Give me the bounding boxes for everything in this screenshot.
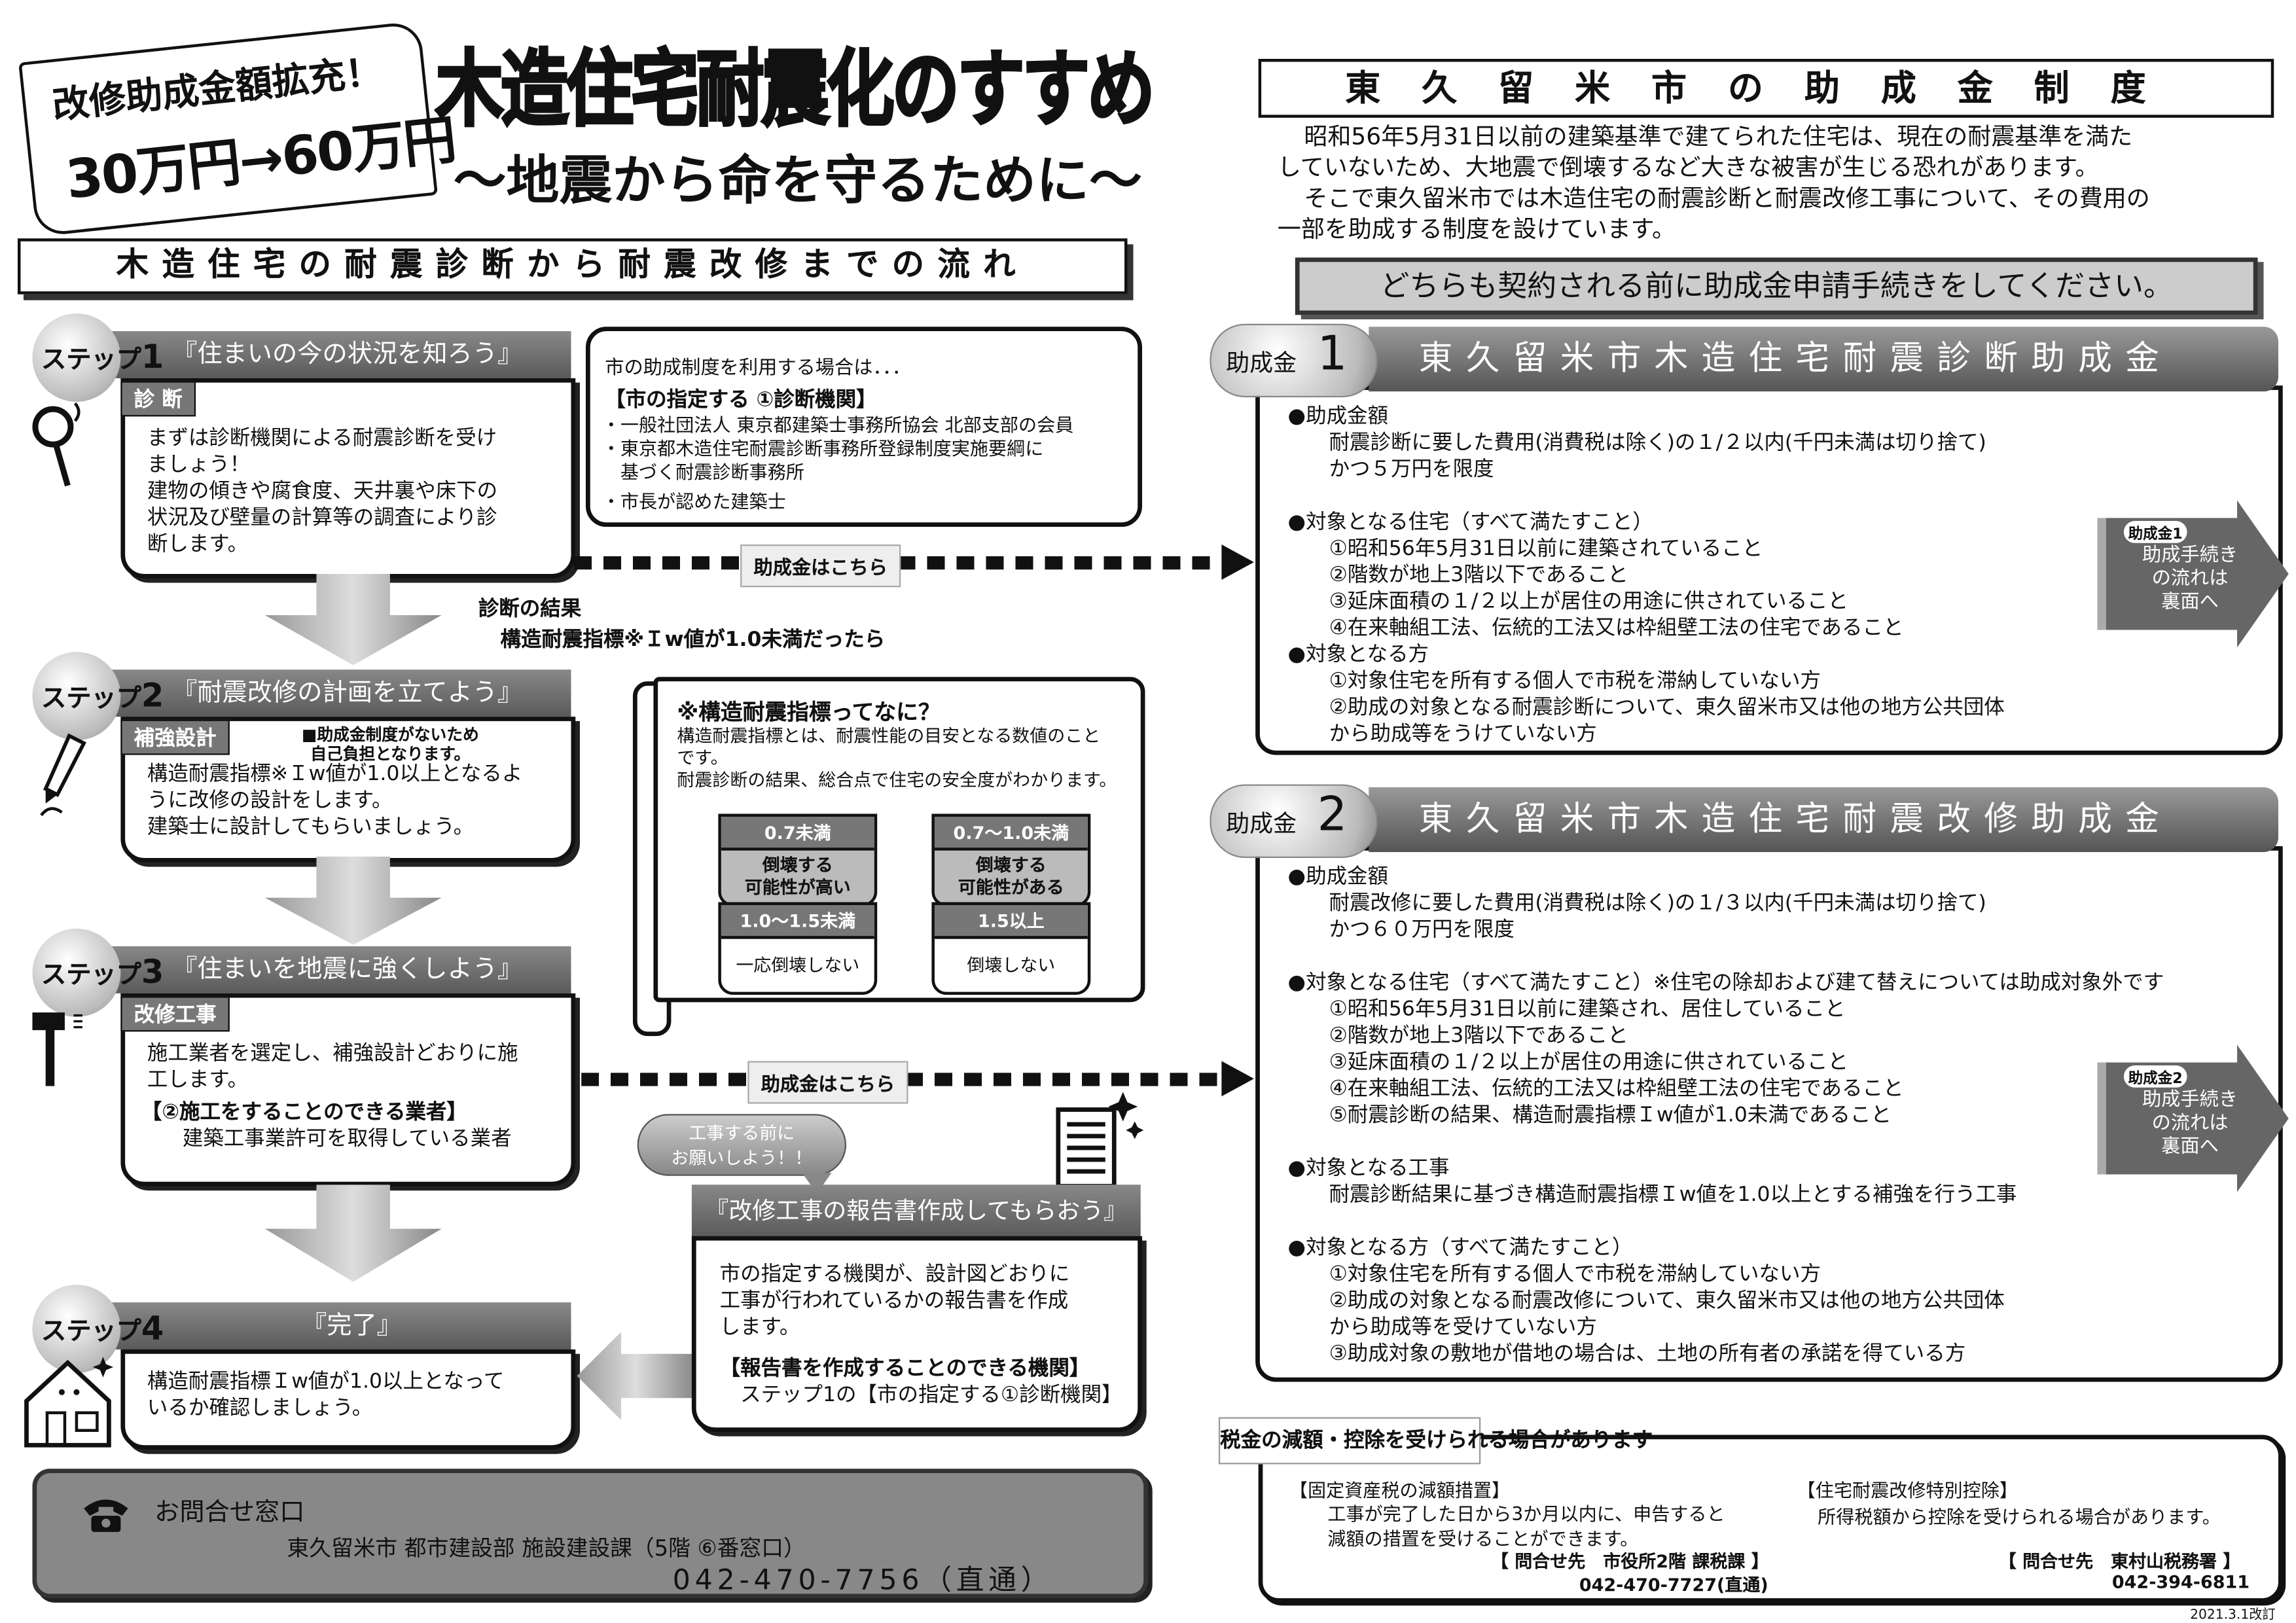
down-arrow-icon [264,1185,442,1282]
telephone-icon [84,1499,128,1532]
grade-card: 0.7未満倒壊する可能性が高い [718,813,878,907]
result-text: 診断の結果 [478,597,582,621]
arrow-head-icon [1221,544,1254,580]
step-3-header: 『住まいを地震に強くしよう』 [81,946,571,993]
step-ball [32,652,121,741]
step-tag: 改修工事 [120,996,230,1032]
step-label: ステップ3 [41,955,164,992]
side-text: 助成手続きの流れは裏面へ [2142,1089,2238,1158]
info-item: ・東京都木造住宅耐震診断事務所登録制度実施要綱に [601,437,1044,459]
report-subtext: ステップ1の【市の指定する①診断機関】 [740,1383,1122,1407]
seismic-index-scroll: ※構造耐震指標ってなに？ 構造耐震指標とは、耐震性能の目安となる数値のこと です… [632,669,1148,1037]
step-title: 『耐震改修の計画を立てよう』 [172,678,523,708]
magnifier-icon [32,402,81,487]
revision-date: 2021.3.1改訂 [2190,1608,2276,1623]
step-text: 施工業者を選定し、補強設計どおりに施工します。【②施工をすることのできる業者】建… [141,1042,518,1151]
contact-box: お問合せ窓口 東久留米市 都市建設部 施設建設課（5階 ⑥番窓口） 042-47… [32,1469,1148,1599]
info-heading: 【市の指定する ①診断機関】 [605,388,877,412]
tax-left-phone[interactable]: 042-470-7727(直通) [1579,1575,1768,1596]
step-text: 構造耐震指標※Ｉw値が1.0以上となるように改修の設計をします。建築士に設計して… [147,762,523,839]
grant-details: ●助成金額 耐震改修に要した費用(消費税は除く)の１/３以内(千円未満は切り捨て… [1287,865,2164,1366]
grant-2-title: 東久留米市木造住宅耐震改修助成金 [1369,787,2278,852]
down-arrow-icon [264,573,442,666]
info-item: ・一般社団法人 東京都建築士事務所協会 北部支部の会員 [601,413,1074,436]
side-text: 助成手続きの流れは裏面へ [2142,544,2238,614]
side-badge: 助成金1 [2123,521,2187,543]
scroll-text: 耐震診断の結果、総合点で住宅の安全度がわかります。 [677,770,1117,791]
report-title: 『改修工事の報告書作成してもらおう』 [691,1185,1141,1238]
step-ball [32,1285,121,1374]
grade-card: 1.0～1.5未満一応倒壊しない [718,902,878,995]
step-label: ステップ2 [41,678,164,715]
scroll-text: です。 [677,747,728,768]
step-ball [32,928,121,1017]
report-subtitle: 【報告書を作成することのできる機関】 [719,1357,1090,1381]
house-icon [24,1357,114,1448]
result-condition: 構造耐震指標※Ｉw値が1.0未満だったら [500,628,886,652]
subtitle: ～地震から命を守るために～ [453,151,1143,212]
step-2-header: 『耐震改修の計画を立てよう』 [81,669,571,717]
main-title: 木造住宅耐震化のすすめ [435,41,1157,140]
grant-1-title: 東久留米市木造住宅耐震診断助成金 [1369,327,2278,392]
document-icon [1056,1092,1144,1188]
grant-link-2[interactable]: 助成金はこちら [747,1061,908,1104]
report-text: 工事が行われているかの報告書を作成 [719,1289,1069,1313]
notice-banner: どちらも契約される前に助成金申請手続きをしてください。 [1295,257,2258,315]
step-text: 構造耐震指標Ｉw値が1.0以上となっているか確認しましょう。 [147,1370,505,1420]
report-text: します。 [719,1315,800,1340]
grade-card: 0.7～1.0未満倒壊する可能性がある [931,813,1091,907]
step-title: 『住まいを地震に強くしよう』 [172,955,523,985]
pencil-icon [40,733,86,817]
step-text: まずは診断機関による耐震診断を受けましょう！建物の傾きや腐食度、天井裏や床下の状… [147,427,498,557]
info-item: ・市長が認めた建築士 [601,490,786,512]
step-4-header: 『完了』 [81,1302,571,1350]
scroll-heading: ※構造耐震指標ってなに？ [677,699,941,726]
step-3-box [120,993,576,1186]
info-item: 基づく耐震診断事務所 [601,460,804,483]
step-title: 『完了』 [301,1311,402,1341]
step-tag: 補強設計 [120,719,230,755]
step-label: ステップ1 [41,340,164,377]
info-intro: 市の助成制度を利用する場合は．．． [605,357,911,380]
report-text: 市の指定する機関が、設計図どおりに [719,1262,1070,1287]
tax-left-text: 工事が完了した日から3か月以内に、申告すると減額の措置を受けることができます。 [1327,1502,1725,1550]
step-tag: 診 断 [120,381,196,417]
grant-system-header: 東久留米市の助成金制度 [1258,58,2274,118]
speech-bubble: 工事する前にお願いしよう！！ [637,1114,847,1176]
self-pay-note: ■助成金制度がないため自己負担となります。 [301,725,479,764]
down-arrow-icon [264,856,442,945]
step-4-box [120,1349,576,1450]
step-ball [32,313,121,402]
side-badge: 助成金2 [2123,1065,2187,1088]
grade-card: 1.5以上倒壊しない [931,902,1091,995]
contact-dept: 東久留米市 都市建設部 施設建設課（5階 ⑥番窓口） [287,1535,806,1561]
contact-phone[interactable]: 042-470-7756（直通） [672,1564,1054,1597]
step-label: ステップ4 [41,1311,164,1348]
tax-title: 税金の減額・控除を受けられる場合があります [1218,1417,1653,1465]
flow-header: 木造住宅の耐震診断から耐震改修までの流れ [17,238,1128,294]
report-box: 市の指定する機関が、設計図どおりに 工事が行われているかの報告書を作成 します。… [691,1236,1142,1432]
step-1-header: 『住まいの今の状況を知ろう』 [81,330,571,378]
scroll-text: 構造耐震指標とは、耐震性能の目安となる数値のこと [677,725,1101,747]
tax-left-heading: 【固定資産税の減額措置】 [1289,1478,1511,1501]
tax-right-contact: 【 問合せ先 東村山税務署 】 [1998,1551,2241,1572]
tax-right-heading: 【住宅耐震改修特別控除】 [1797,1478,2018,1501]
promo-banner: 改修助成金額拡充！ 30万円→60万円 [18,20,458,238]
tax-right-text: 所得税額から控除を受けられる場合があります。 [1818,1505,2221,1528]
contact-title: お問合せ窓口 [154,1498,305,1528]
designated-agency-box: 市の助成制度を利用する場合は．．． 【市の指定する ①診断機関】 ・一般社団法人… [585,327,1142,527]
grant-link-1[interactable]: 助成金はこちら [740,544,901,588]
left-arrow-icon [577,1332,695,1420]
hammer-icon [32,1012,82,1086]
tax-right-phone[interactable]: 042-394-6811 [2111,1571,2250,1593]
arrow-head-icon [1221,1061,1254,1097]
grant-details: ●助成金額 耐震診断に要した費用(消費税は除く)の１/２以内(千円未満は切り捨て… [1287,404,2005,747]
tax-left-contact: 【 問合せ先 市役所2階 課税課 】 [1490,1551,1769,1572]
intro-text: 昭和56年5月31日以前の建築基準で建てられた住宅は、現在の耐震基準を満た して… [1277,122,2150,243]
step-title: 『住まいの今の状況を知ろう』 [172,340,523,370]
